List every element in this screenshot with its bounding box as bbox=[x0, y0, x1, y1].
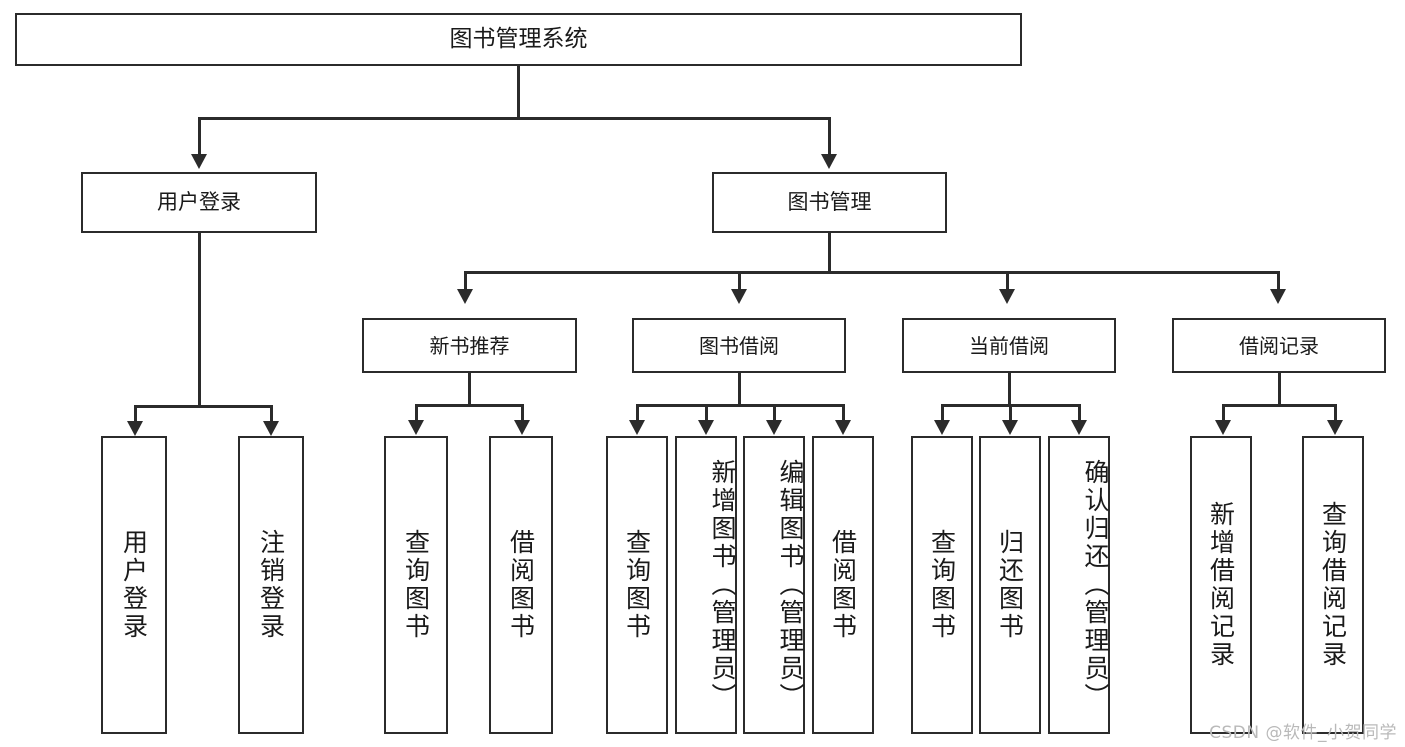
arrowhead-book-borrow-leaf-1 bbox=[629, 420, 645, 435]
connector-borrow-record-to-leaf-2 bbox=[1334, 404, 1337, 422]
connector-book-mgmt-to-c1 bbox=[464, 271, 467, 291]
connector-new-book-to-leaf-1 bbox=[415, 404, 418, 422]
node-book-management[interactable]: 图书管理 bbox=[712, 172, 947, 233]
connector-root-to-book-mgmt bbox=[828, 117, 831, 155]
connector-root-bus bbox=[198, 117, 830, 120]
connector-book-borrow-bus bbox=[636, 404, 844, 407]
arrowhead-root-to-user-login bbox=[191, 154, 207, 169]
connector-borrow-record-to-leaf-1 bbox=[1222, 404, 1225, 422]
connector-new-book-to-leaf-2 bbox=[521, 404, 524, 422]
connector-book-borrow-to-leaf-1 bbox=[636, 404, 639, 422]
leaf-borrow-record-add[interactable]: 新增借阅记录 bbox=[1190, 436, 1252, 734]
connector-user-login-to-leaf-1 bbox=[134, 405, 137, 423]
leaf-current-borrow-confirm-return[interactable]: 确认归还（管理员） bbox=[1048, 436, 1110, 734]
leaf-book-borrow-add[interactable]: 新增图书（管理员） bbox=[675, 436, 737, 734]
arrowhead-user-login-leaf-1 bbox=[127, 421, 143, 436]
connector-book-mgmt-to-c2 bbox=[738, 271, 741, 291]
connector-book-borrow-to-leaf-2 bbox=[705, 404, 708, 422]
leaf-book-borrow-query[interactable]: 查询图书 bbox=[606, 436, 668, 734]
csdn-watermark: CSDN @软件_小贺同学 bbox=[1209, 723, 1397, 743]
leaf-book-borrow-edit[interactable]: 编辑图书（管理员） bbox=[743, 436, 805, 734]
arrowhead-user-login-leaf-2 bbox=[263, 421, 279, 436]
connector-user-login-stem bbox=[198, 233, 201, 407]
node-new-book-recommend[interactable]: 新书推荐 bbox=[362, 318, 577, 373]
connector-root-stem bbox=[517, 66, 520, 118]
arrowhead-book-mgmt-c4 bbox=[1270, 289, 1286, 304]
leaf-new-book-borrow[interactable]: 借阅图书 bbox=[489, 436, 553, 734]
arrowhead-current-borrow-leaf-2 bbox=[1002, 420, 1018, 435]
arrowhead-new-book-leaf-1 bbox=[408, 420, 424, 435]
arrowhead-book-borrow-leaf-2 bbox=[698, 420, 714, 435]
connector-new-book-stem bbox=[468, 373, 471, 405]
leaf-book-borrow-borrow[interactable]: 借阅图书 bbox=[812, 436, 874, 734]
connector-current-borrow-to-leaf-1 bbox=[941, 404, 944, 422]
arrowhead-book-borrow-leaf-3 bbox=[766, 420, 782, 435]
connector-current-borrow-stem bbox=[1008, 373, 1011, 405]
connector-current-borrow-to-leaf-2 bbox=[1009, 404, 1012, 422]
arrowhead-current-borrow-leaf-3 bbox=[1071, 420, 1087, 435]
connector-book-mgmt-to-c4 bbox=[1277, 271, 1280, 291]
arrowhead-root-to-book-mgmt bbox=[821, 154, 837, 169]
connector-borrow-record-stem bbox=[1278, 373, 1281, 405]
leaf-borrow-record-query[interactable]: 查询借阅记录 bbox=[1302, 436, 1364, 734]
connector-new-book-bus bbox=[415, 404, 523, 407]
arrowhead-current-borrow-leaf-1 bbox=[934, 420, 950, 435]
connector-user-login-bus bbox=[134, 405, 271, 408]
arrowhead-book-mgmt-c3 bbox=[999, 289, 1015, 304]
connector-book-borrow-to-leaf-3 bbox=[773, 404, 776, 422]
node-borrow-record[interactable]: 借阅记录 bbox=[1172, 318, 1386, 373]
connector-book-borrow-to-leaf-4 bbox=[842, 404, 845, 422]
arrowhead-book-mgmt-c1 bbox=[457, 289, 473, 304]
leaf-current-borrow-query[interactable]: 查询图书 bbox=[911, 436, 973, 734]
node-current-borrow[interactable]: 当前借阅 bbox=[902, 318, 1116, 373]
leaf-user-login-logout[interactable]: 注销登录 bbox=[238, 436, 304, 734]
connector-book-mgmt-bus bbox=[464, 271, 1279, 274]
connector-user-login-to-leaf-2 bbox=[270, 405, 273, 423]
arrowhead-book-mgmt-c2 bbox=[731, 289, 747, 304]
connector-book-borrow-stem bbox=[738, 373, 741, 405]
connector-current-borrow-to-leaf-3 bbox=[1078, 404, 1081, 422]
connector-book-mgmt-stem bbox=[828, 233, 831, 273]
node-book-borrow[interactable]: 图书借阅 bbox=[632, 318, 846, 373]
connector-borrow-record-bus bbox=[1222, 404, 1336, 407]
connector-root-to-user-login bbox=[198, 117, 201, 155]
arrowhead-borrow-record-leaf-2 bbox=[1327, 420, 1343, 435]
leaf-current-borrow-return[interactable]: 归还图书 bbox=[979, 436, 1041, 734]
arrowhead-book-borrow-leaf-4 bbox=[835, 420, 851, 435]
node-root-system[interactable]: 图书管理系统 bbox=[15, 13, 1022, 66]
leaf-new-book-query[interactable]: 查询图书 bbox=[384, 436, 448, 734]
arrowhead-new-book-leaf-2 bbox=[514, 420, 530, 435]
connector-book-mgmt-to-c3 bbox=[1006, 271, 1009, 291]
arrowhead-borrow-record-leaf-1 bbox=[1215, 420, 1231, 435]
leaf-user-login-login[interactable]: 用户登录 bbox=[101, 436, 167, 734]
node-user-login[interactable]: 用户登录 bbox=[81, 172, 317, 233]
